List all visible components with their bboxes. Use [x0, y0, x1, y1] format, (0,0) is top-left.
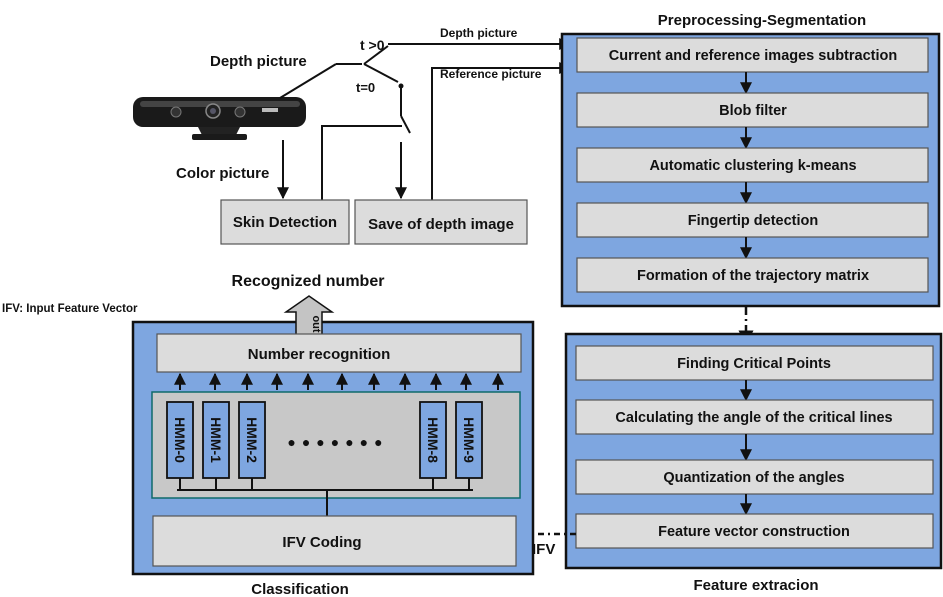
- hmm-model-label: HMM-8: [425, 417, 441, 463]
- hmm-model-label: HMM-1: [208, 417, 224, 463]
- ifv-coding-label: IFV Coding: [282, 534, 361, 551]
- hmm-model-box: [419, 401, 447, 479]
- out-arrow-icon: out: [283, 295, 335, 337]
- preprocessing-step-box: [576, 257, 929, 293]
- preprocessing-step-label: Automatic clustering k-means: [649, 158, 856, 174]
- kinect-sensor-icon: [133, 97, 306, 140]
- number-recognition-box: [156, 333, 522, 373]
- feature-step-box: [575, 399, 934, 435]
- feature-step-box: [575, 513, 934, 549]
- reference-picture-label: Reference picture: [440, 67, 542, 81]
- classification-title: Classification: [251, 581, 349, 597]
- hmm-model-box: [202, 401, 230, 479]
- hmm-model-label: HMM-9: [461, 417, 477, 463]
- depth-picture-arrow-label: Depth picture: [440, 26, 518, 40]
- depth-picture-label: Depth picture: [210, 53, 307, 70]
- preprocessing-step-box: [576, 92, 929, 128]
- preprocessing-step-label: Fingertip detection: [688, 213, 819, 229]
- hmm-output-arrows: [174, 372, 504, 390]
- skin-detection-box: Skin Detection: [220, 199, 350, 245]
- feature-step-box: [575, 459, 934, 495]
- hmm-ellipsis: ●●●●●●●: [287, 434, 388, 450]
- preprocessing-step-box: [576, 202, 929, 238]
- depth-switch: [279, 38, 572, 200]
- t-equal-zero-label: t=0: [356, 80, 375, 95]
- hmm-model-label: HMM-2: [244, 417, 260, 463]
- hmm-input-lines: [177, 489, 473, 516]
- skin-detection-label: Skin Detection: [233, 214, 337, 231]
- preprocessing-step-label: Blob filter: [719, 103, 787, 119]
- recognized-number-label: Recognized number: [232, 273, 385, 290]
- ifv-coding-box: [152, 515, 517, 567]
- preprocessing-steps: Current and reference images subtraction…: [576, 37, 929, 293]
- preprocessing-step-box: [576, 37, 929, 73]
- t-greater-zero-label: t >0: [360, 37, 385, 53]
- feature-step-label: Quantization of the angles: [663, 470, 844, 486]
- hmm-model-label: HMM-0: [172, 417, 188, 463]
- feature-step-label: Calculating the angle of the critical li…: [615, 410, 892, 426]
- preprocessing-step-label: Current and reference images subtraction: [609, 48, 897, 64]
- feature-step-box: [575, 345, 934, 381]
- save-depth-label: Save of depth image: [368, 216, 514, 233]
- save-depth-box: Save of depth image: [354, 199, 528, 245]
- feature-step-label: Feature vector construction: [658, 524, 850, 540]
- number-recognition-label: Number recognition: [248, 346, 391, 363]
- hmm-models: HMM-0 HMM-1 HMM-2 HMM-8 HMM-9: [166, 401, 483, 490]
- hmm-model-box: [455, 401, 483, 479]
- color-picture-label: Color picture: [176, 165, 269, 182]
- out-label: out: [310, 315, 322, 332]
- preprocessing-step-label: Formation of the trajectory matrix: [637, 268, 869, 284]
- ifv-arrow-label: IFV: [532, 541, 555, 558]
- feature-title: Feature extracion: [693, 577, 818, 594]
- preprocessing-step-box: [576, 147, 929, 183]
- feature-step-label: Finding Critical Points: [677, 356, 831, 372]
- preprocessing-title: Preprocessing-Segmentation: [658, 12, 866, 29]
- ifv-legend: IFV: Input Feature Vector: [2, 303, 138, 315]
